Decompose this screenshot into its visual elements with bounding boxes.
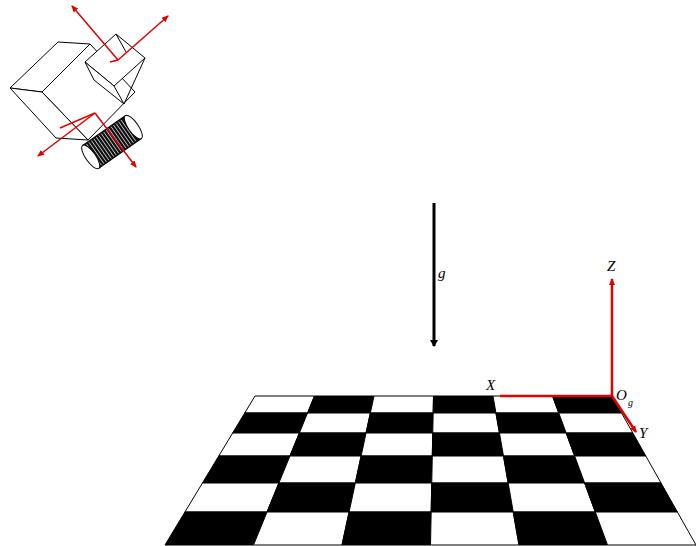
- axis-label: Z: [607, 259, 615, 274]
- board-square: [370, 396, 433, 413]
- board-square: [513, 512, 607, 545]
- origin-subscript: g: [628, 398, 633, 408]
- board-square: [185, 483, 279, 512]
- board-square: [432, 456, 508, 483]
- board-square: [595, 512, 696, 545]
- board-square: [233, 413, 308, 433]
- axis-label: O: [616, 388, 627, 403]
- gravity-label: g: [438, 266, 446, 281]
- checkerboard: [165, 396, 696, 545]
- board-square: [349, 483, 432, 512]
- board-square: [585, 483, 678, 512]
- board-square: [245, 396, 315, 413]
- axis-label: Y: [639, 426, 647, 441]
- board-square: [503, 456, 584, 483]
- board-square: [575, 456, 661, 483]
- board-square: [566, 433, 646, 456]
- board-square: [559, 413, 633, 433]
- gravity-arrow: [433, 203, 436, 346]
- board-square: [508, 483, 595, 512]
- board-square: [290, 433, 366, 456]
- board-square: [267, 483, 355, 512]
- board-square: [219, 433, 300, 456]
- board-square: [299, 413, 370, 433]
- camera-axes: [38, 6, 168, 167]
- board-square: [355, 456, 432, 483]
- board-square: [433, 413, 500, 433]
- board-square: [433, 396, 496, 413]
- board-square: [432, 433, 503, 456]
- board-square: [553, 396, 622, 413]
- board-square: [202, 456, 289, 483]
- board-square: [431, 483, 513, 512]
- board-square: [308, 396, 374, 413]
- board-square: [493, 396, 559, 413]
- board-square: [431, 512, 520, 545]
- axis-label: X: [486, 378, 495, 393]
- board-square: [361, 433, 433, 456]
- board-square: [279, 456, 361, 483]
- board-square: [496, 413, 566, 433]
- board-square: [254, 512, 350, 545]
- board-square: [342, 512, 431, 545]
- ground-axes: [500, 279, 636, 432]
- board-square: [366, 413, 433, 433]
- board-square: [165, 512, 267, 545]
- board-square: [499, 433, 574, 456]
